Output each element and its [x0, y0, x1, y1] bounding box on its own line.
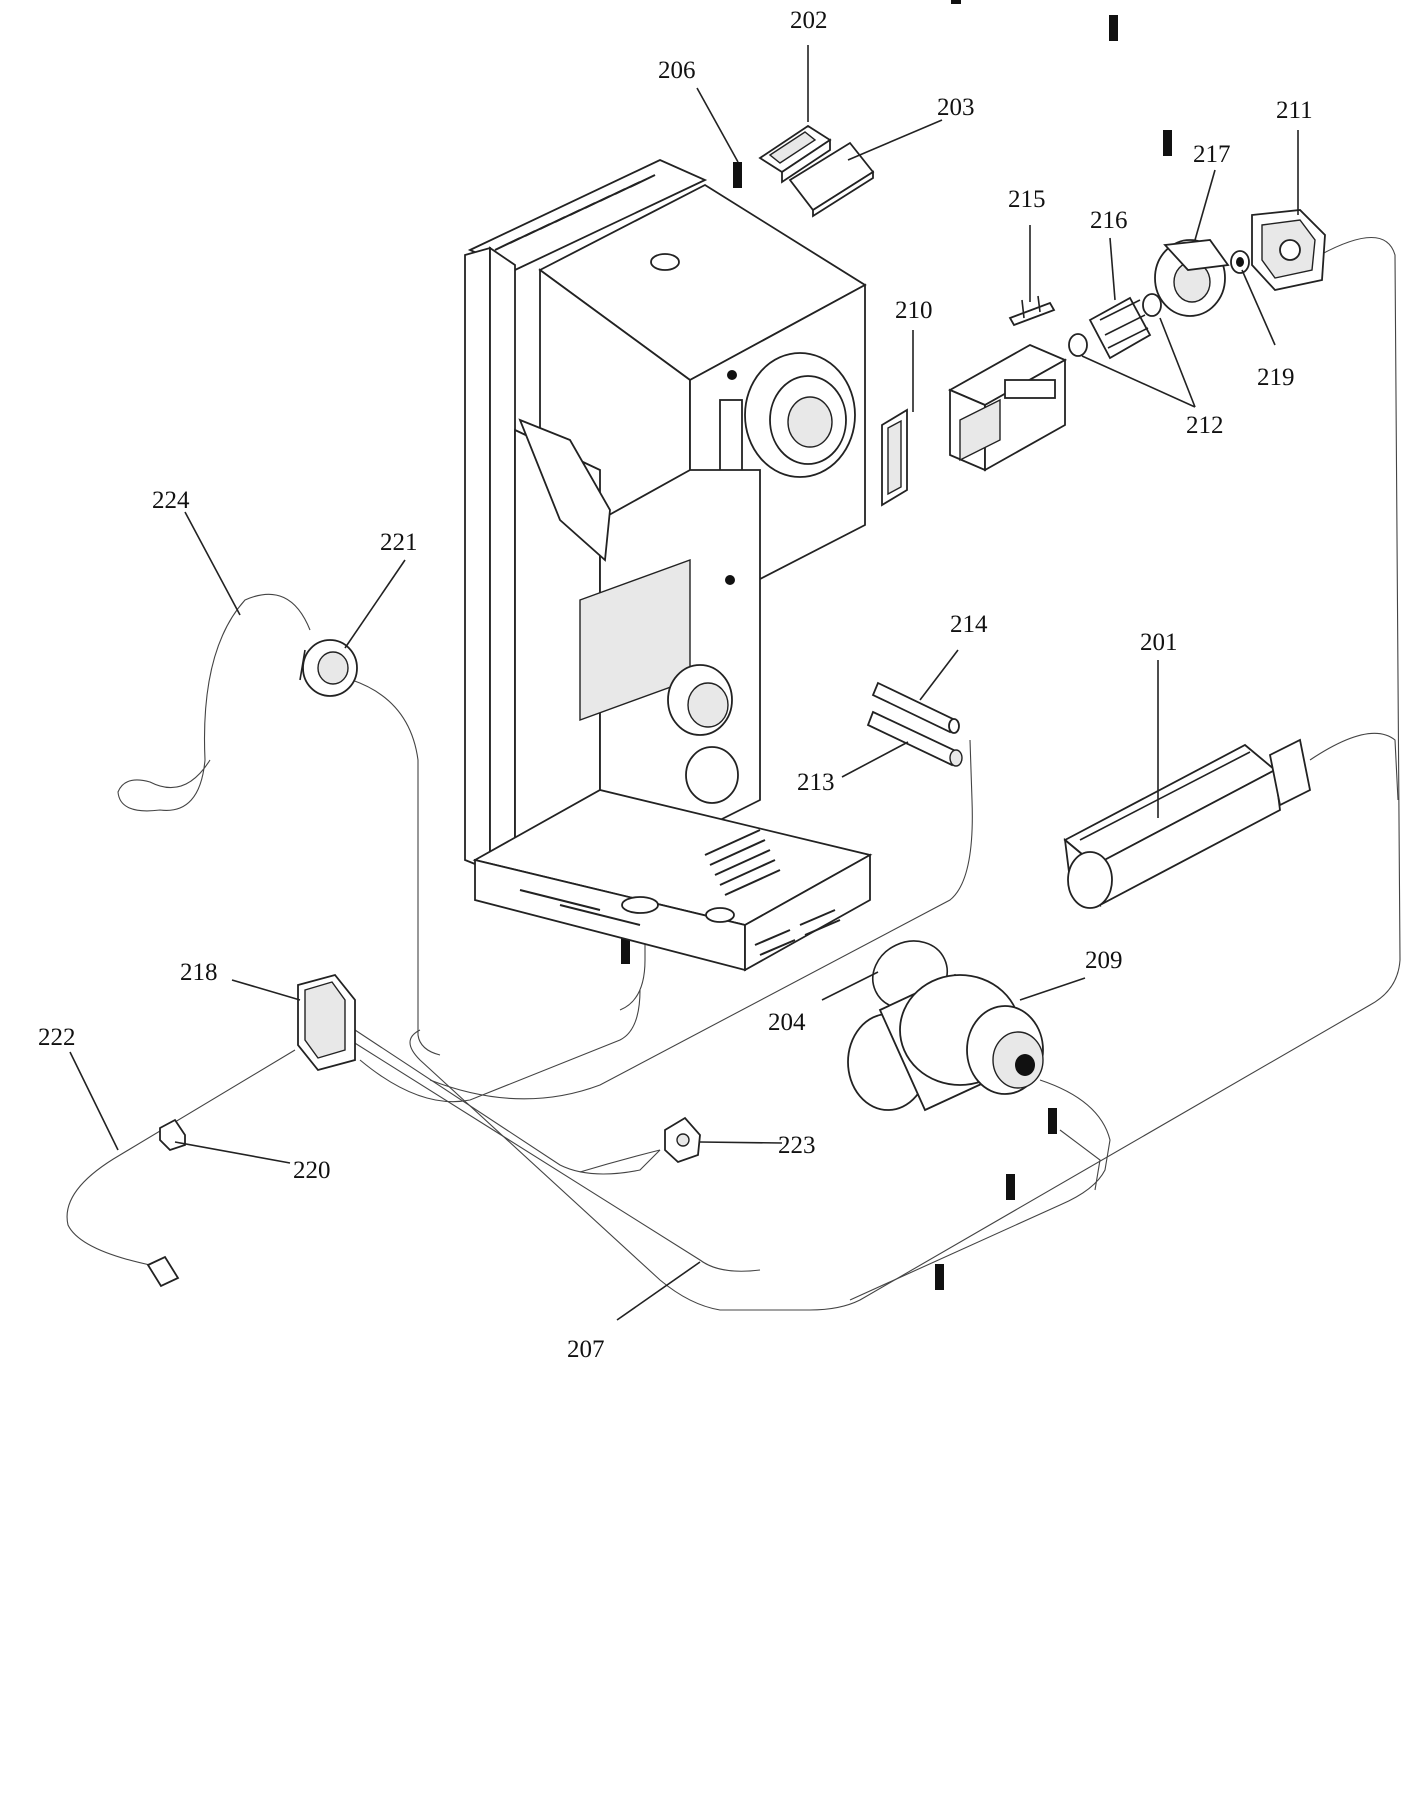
label-202: 202: [790, 7, 828, 34]
stove-cabinet: [464, 159, 873, 972]
exhaust-fan-209: [847, 973, 1044, 1112]
burner-assembly: [947, 343, 1068, 472]
control-panel-202: [758, 124, 832, 184]
label-222: 222: [38, 1024, 76, 1051]
label-206: 206: [658, 57, 696, 84]
motor-plate-217: [1154, 239, 1230, 317]
control-board-218: [297, 973, 356, 1072]
label-220: 220: [293, 1157, 331, 1184]
bracket-215: [1008, 295, 1056, 327]
leader-lines: [69, 45, 1299, 1321]
label-211: 211: [1276, 97, 1313, 124]
auger-201: [1063, 738, 1312, 909]
pressure-switch-221: [299, 639, 358, 697]
label-203: 203: [937, 94, 975, 121]
label-204: 204: [768, 1009, 806, 1036]
label-207: 207: [567, 1336, 605, 1363]
label-201: 201: [1140, 629, 1178, 656]
label-215: 215: [1008, 186, 1046, 213]
label-218: 218: [180, 959, 218, 986]
impeller-216: [1068, 293, 1162, 360]
label-209: 209: [1085, 947, 1123, 974]
label-213: 213: [797, 769, 835, 796]
tube-213: [866, 710, 963, 767]
label-210: 210: [895, 297, 933, 324]
gear-motor-211: [1251, 209, 1326, 291]
thermostat-223: [664, 1116, 701, 1164]
label-216: 216: [1090, 207, 1128, 234]
label-219: 219: [1257, 364, 1295, 391]
cover-plate-203: [788, 141, 875, 218]
part-number-labels: 201 202 203 204 206 207 209 210 211 212 …: [38, 7, 1313, 1363]
fuse-holder-220: [159, 1118, 186, 1152]
label-224: 224: [152, 487, 190, 514]
tube-214: [871, 681, 960, 734]
label-214: 214: [950, 611, 988, 638]
gasket-210: [881, 408, 908, 507]
power-plug-222: [146, 1255, 180, 1288]
label-212: 212: [1186, 412, 1224, 439]
label-221: 221: [380, 529, 418, 556]
label-223: 223: [778, 1132, 816, 1159]
label-217: 217: [1193, 141, 1231, 168]
washer-219: [1230, 250, 1250, 274]
